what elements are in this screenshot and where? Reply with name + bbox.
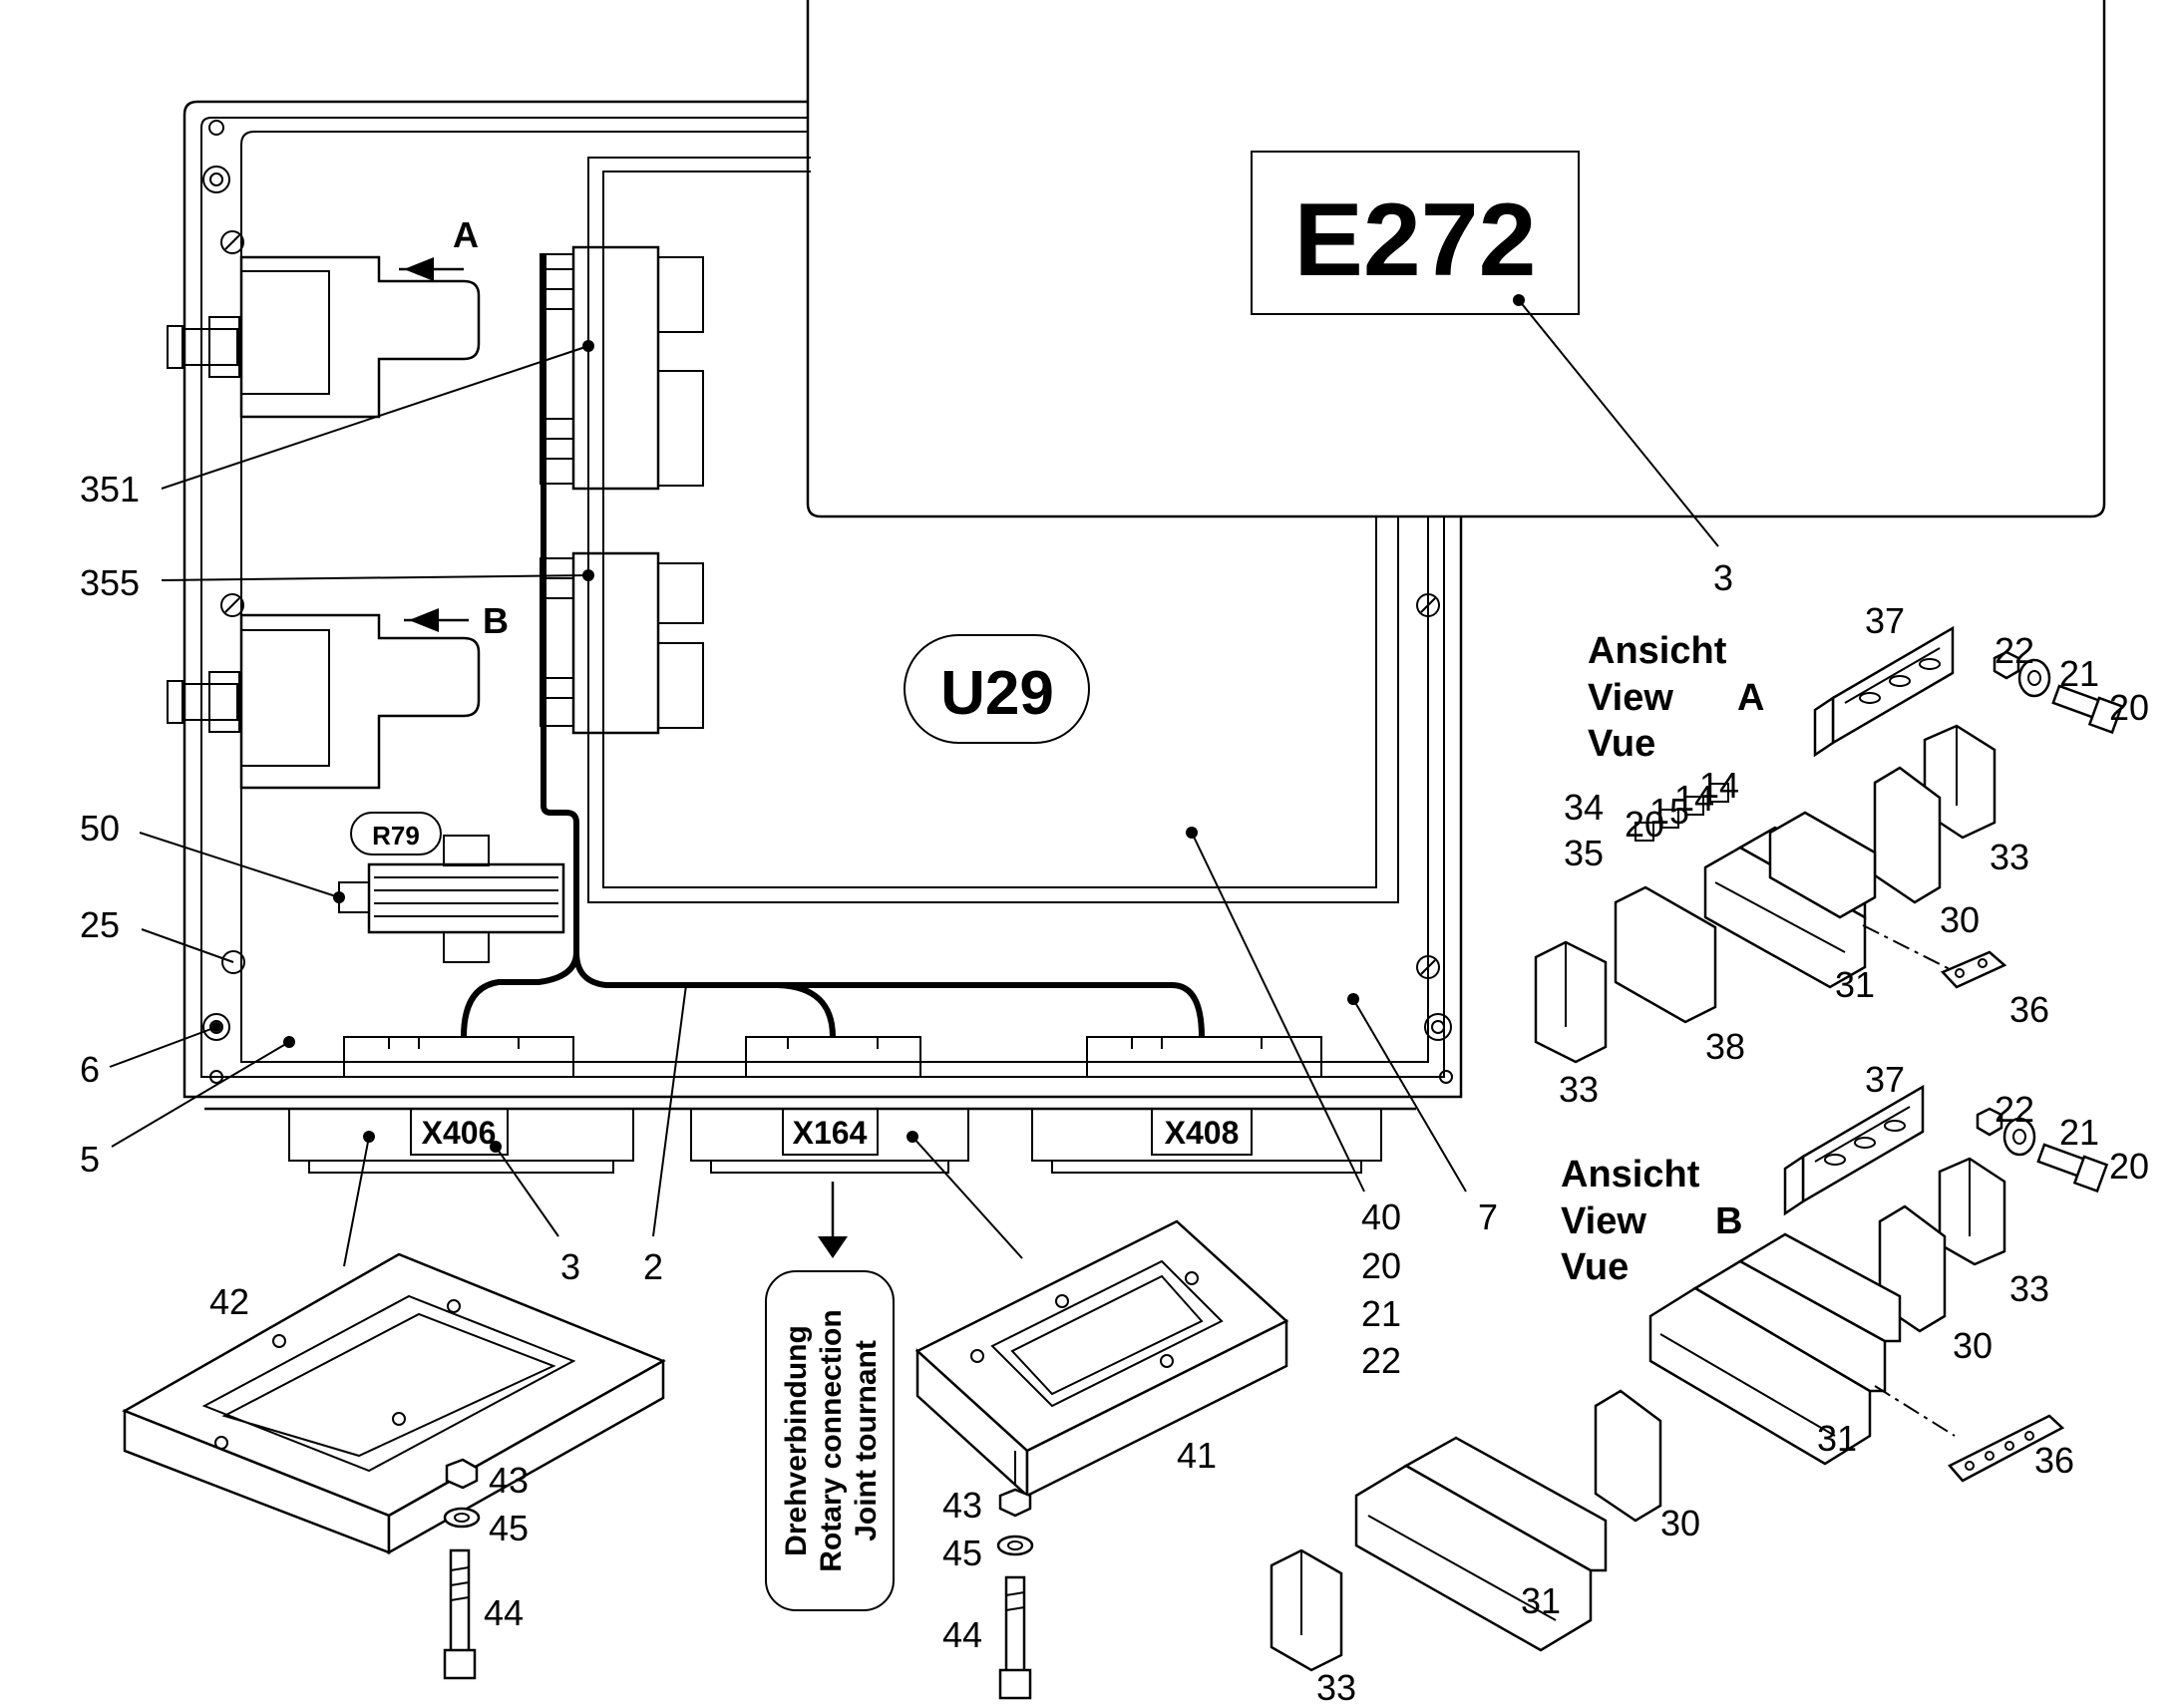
resistor-label: R79 <box>372 821 420 851</box>
enclosure <box>182 100 1463 1111</box>
mounting-plate <box>587 157 1399 903</box>
callout-3-top: 3 <box>1713 557 1733 598</box>
callout-3-bottom: 3 <box>560 1246 580 1287</box>
callout-21: 21 <box>1361 1293 1401 1334</box>
view-a-callout-35: 35 <box>1564 833 1604 873</box>
callout-22: 22 <box>1361 1340 1401 1381</box>
view-b-callout-33-bottom: 33 <box>1316 1667 1356 1708</box>
controller-label: E272 <box>1294 182 1537 298</box>
callout-43-left: 43 <box>489 1460 529 1501</box>
callout-leaders-left <box>109 928 1467 1193</box>
view-a-line3: Vue <box>1588 723 1655 765</box>
view-a-callout-31: 31 <box>1835 964 1875 1005</box>
view-b-callout-31-top: 31 <box>1817 1418 1857 1459</box>
rotary-label-fr: Joint tournant <box>850 1340 883 1541</box>
connector-x406: X406 <box>288 1036 634 1267</box>
marker-label-3: 14 <box>1674 778 1714 819</box>
marker-strip: 20 15 14 14 <box>1625 765 1739 845</box>
view-b-line1: Ansicht <box>1561 1154 1700 1196</box>
view-a-letter: A <box>1737 677 1764 719</box>
cable-harness <box>461 254 1205 1237</box>
callout-numbers: 351 355 50 25 6 5 3 2 7 40 20 21 22 42 4… <box>80 469 2149 1708</box>
view-b-callout-30-top: 30 <box>1953 1325 1993 1366</box>
view-a-callout-33-top: 33 <box>1990 837 2029 877</box>
callout-25: 25 <box>80 904 120 945</box>
board-u29: U29 <box>904 634 1365 1193</box>
callout-351: 351 <box>80 469 140 510</box>
view-a-assembly: 20 15 14 14 <box>1534 625 2124 1064</box>
view-a-callout-22: 22 <box>1995 630 2034 671</box>
view-b-line2: View <box>1561 1200 1646 1242</box>
connector-x408-label: X408 <box>1165 1115 1240 1151</box>
view-b-callout-21: 21 <box>2059 1112 2099 1153</box>
plug-connector-351 <box>161 245 704 491</box>
callout-45-right: 45 <box>942 1533 982 1573</box>
callout-6: 6 <box>80 1049 100 1090</box>
view-a-heading: Ansicht View A Vue <box>1588 630 1764 765</box>
rotary-label-de: Drehverbindung <box>780 1325 813 1556</box>
callout-40: 40 <box>1361 1196 1401 1237</box>
view-b-callout-22: 22 <box>1995 1089 2034 1130</box>
view-b-callout-20: 20 <box>2109 1146 2149 1187</box>
arrow-b-label: B <box>483 600 509 641</box>
callout-7: 7 <box>1478 1196 1498 1237</box>
marker-label-2: 15 <box>1649 791 1689 832</box>
callout-44-left: 44 <box>484 1592 524 1633</box>
board-label: U29 <box>940 659 1054 728</box>
callout-45-left: 45 <box>489 1508 529 1548</box>
connector-x164: X164 <box>690 1036 1023 1259</box>
connector-x406-label: X406 <box>422 1115 497 1151</box>
view-b-callout-30-bottom: 30 <box>1660 1503 1700 1543</box>
callout-44-right: 44 <box>942 1614 982 1655</box>
rotary-connection-tag: Drehverbindung Rotary connection Joint t… <box>765 1270 895 1611</box>
callout-5: 5 <box>80 1139 100 1180</box>
view-a-callout-38: 38 <box>1705 1026 1745 1067</box>
relay-socket-b: B <box>167 600 509 790</box>
view-b-heading: Ansicht View B Vue <box>1561 1154 1742 1288</box>
callout-20: 20 <box>1361 1245 1401 1286</box>
view-a-callout-33-bottom: 33 <box>1559 1069 1599 1110</box>
callout-2: 2 <box>643 1246 663 1287</box>
marker-label-4: 14 <box>1699 765 1739 806</box>
marker-label-1: 20 <box>1625 804 1664 845</box>
view-a-callout-37: 37 <box>1865 600 1905 641</box>
gasket-plate-41 <box>914 1219 1289 1700</box>
resistor-r79: R79 <box>139 812 565 963</box>
relay-socket-a: A <box>167 214 481 419</box>
gasket-plate-42 <box>122 1252 666 1680</box>
view-a-line2: View <box>1588 677 1673 719</box>
callout-42: 42 <box>209 1281 249 1322</box>
controller-e272: E272 3 <box>806 0 2106 598</box>
view-a-callout-21: 21 <box>2059 653 2099 694</box>
view-b-line3: Vue <box>1561 1246 1629 1288</box>
view-a-line1: Ansicht <box>1588 630 1727 672</box>
view-a-callout-34: 34 <box>1564 787 1604 828</box>
arrow-a-label: A <box>453 214 479 255</box>
view-b-callout-31-bottom: 31 <box>1521 1580 1561 1621</box>
view-b-letter: B <box>1715 1200 1742 1242</box>
callout-43-right: 43 <box>942 1485 982 1526</box>
plug-connector-355 <box>161 551 704 735</box>
callout-50: 50 <box>80 808 120 849</box>
callout-41: 41 <box>1177 1435 1217 1476</box>
rotary-label-en: Rotary connection <box>815 1309 848 1571</box>
view-a-callout-36: 36 <box>2009 989 2049 1030</box>
view-b-callout-36: 36 <box>2034 1440 2074 1481</box>
view-b-callout-33-top: 33 <box>2009 1268 2049 1309</box>
callout-355: 355 <box>80 562 140 603</box>
view-b-assembly <box>1270 1084 2109 1672</box>
view-b-callout-37: 37 <box>1865 1059 1905 1100</box>
connector-x408: X408 <box>1031 1036 1382 1174</box>
view-a-callout-30: 30 <box>1940 899 1980 940</box>
connector-x164-label: X164 <box>793 1115 868 1151</box>
view-a-callout-20: 20 <box>2109 687 2149 728</box>
